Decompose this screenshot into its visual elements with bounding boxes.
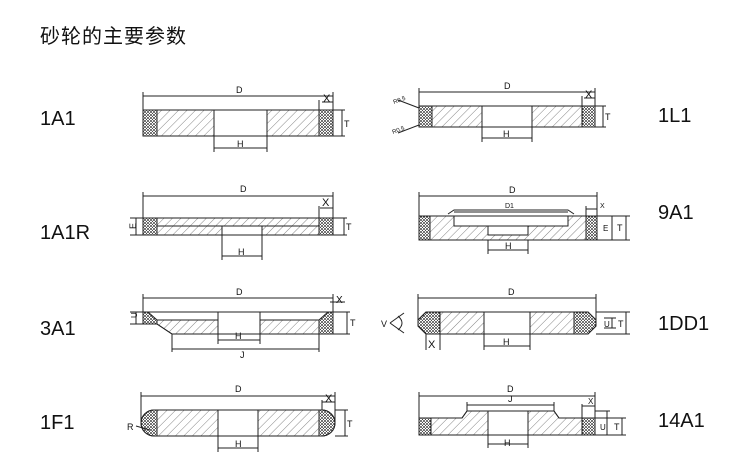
label-1f1-r: R: [127, 422, 134, 432]
label-14a1-x: X: [588, 397, 594, 406]
page-title: 砂轮的主要参数: [40, 24, 187, 48]
wheel-code-14a1: 14A1: [658, 410, 705, 432]
label-9a1-e: E: [603, 224, 608, 233]
diagram-1dd1: [389, 294, 630, 350]
label-9a1-d: D: [509, 185, 516, 195]
label-3a1-x: X: [336, 295, 343, 306]
label-1dd1-h: H: [503, 337, 510, 347]
diagram-1l1: [397, 88, 606, 142]
label-1f1-x: X: [325, 393, 333, 405]
diagram-14a1: [418, 392, 626, 448]
label-1l1-x: X: [585, 89, 593, 101]
label-1f1-h: H: [235, 439, 242, 449]
label-1a1-h: H: [237, 139, 244, 149]
label-14a1-d: D: [507, 384, 514, 394]
label-1dd1-d: D: [508, 287, 515, 297]
label-3a1-j: J: [240, 350, 245, 360]
label-14a1-j: J: [508, 394, 513, 404]
label-3a1-t: T: [350, 318, 356, 328]
label-14a1-t: T: [614, 422, 620, 432]
wheel-code-1l1: 1L1: [658, 105, 692, 127]
label-1a1-x: X: [323, 93, 331, 105]
label-1dd1-v: V: [381, 319, 387, 329]
diagram-1a1: [142, 92, 345, 152]
label-9a1-t: T: [617, 223, 623, 233]
wheel-code-1a1: 1A1: [40, 108, 76, 130]
diagram-1a1r: [130, 192, 347, 260]
label-14a1-h: H: [504, 438, 511, 448]
label-1a1r-h: H: [238, 247, 245, 257]
label-14a1-u: U: [600, 423, 606, 432]
label-9a1-x: X: [600, 203, 605, 210]
label-1a1-t: T: [344, 119, 350, 129]
label-1a1r-e: E: [128, 223, 138, 229]
wheel-code-3a1: 3A1: [40, 318, 76, 340]
label-1f1-d: D: [235, 384, 242, 394]
label-1dd1-u: U: [604, 320, 610, 329]
label-3a1-u: U: [130, 312, 139, 318]
diagram-9a1: [418, 192, 630, 254]
label-3a1-h: H: [235, 331, 242, 341]
label-1l1-t: T: [605, 112, 611, 122]
label-1f1-t: T: [347, 419, 353, 429]
label-9a1-h: H: [505, 241, 512, 251]
label-3a1-d: D: [236, 287, 243, 297]
label-1a1r-x: X: [322, 197, 330, 209]
label-1l1-r-bottom: R0.5: [392, 126, 407, 136]
diagram-1f1: [135, 392, 348, 452]
diagram-3a1: [130, 294, 350, 352]
label-9a1-d1: D1: [505, 203, 514, 210]
wheel-code-1f1: 1F1: [40, 412, 75, 434]
label-1dd1-t: T: [618, 319, 624, 329]
wheel-code-1a1r: 1A1R: [40, 222, 91, 244]
label-1a1r-d: D: [240, 184, 247, 194]
wheel-code-1dd1: 1DD1: [658, 313, 710, 335]
label-1l1-r-top: R0.5: [393, 96, 408, 106]
label-1l1-d: D: [504, 81, 511, 91]
label-1dd1-x: X: [428, 339, 436, 351]
label-1l1-h: H: [503, 129, 510, 139]
label-1a1r-t: T: [346, 222, 352, 232]
wheel-code-9a1: 9A1: [658, 202, 694, 224]
label-1a1-d: D: [236, 85, 243, 95]
